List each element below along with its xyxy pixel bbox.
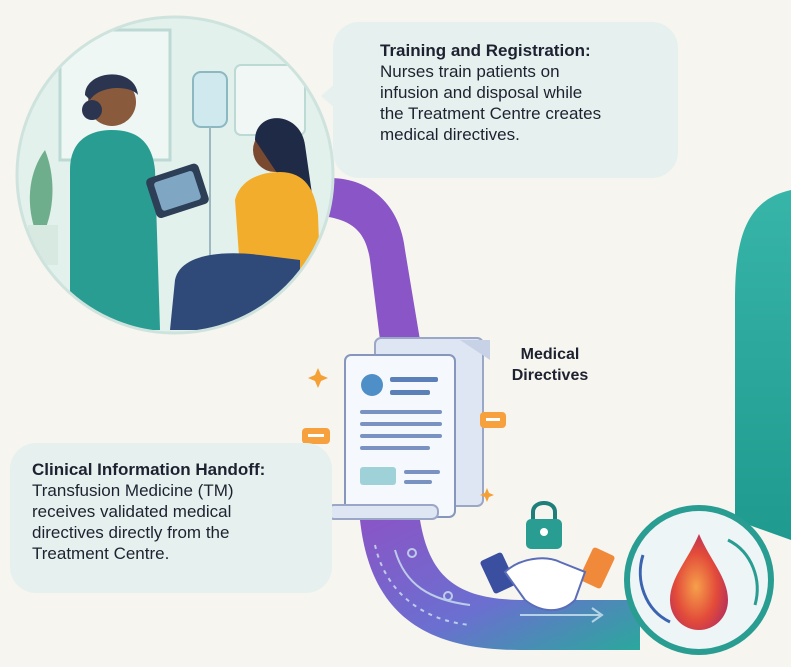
training-title: Training and Registration: [380,41,591,60]
medical-directives-label: Medical Directives [490,344,610,386]
flow-path-lower [360,520,640,650]
lock-icon [526,501,562,549]
flow-path-teal [735,190,791,540]
flow-path-purple [300,178,420,340]
handoff-line: directives directly from the [32,523,230,542]
handoff-line: Transfusion Medicine (TM) [32,481,234,500]
sparkle-icon [308,368,494,502]
handshake-icon [480,547,615,612]
handoff-title: Clinical Information Handoff: [32,460,266,479]
clinical-handoff-callout: Clinical Information Handoff: Transfusio… [10,443,332,593]
training-line: infusion and disposal while [380,83,583,102]
circuit-lines [374,544,604,626]
chat-icon [302,412,506,444]
handoff-line: Treatment Centre. [32,544,170,563]
document-icon [327,337,490,520]
medical-directives-line: Medical [520,346,580,363]
training-line: medical directives. [380,125,520,144]
medical-directives-line: Directives [511,367,589,384]
training-line: the Treatment Centre creates [380,104,602,123]
nurse-patient-illustration [15,15,335,335]
training-line: Nurses train patients on [380,62,560,81]
blood-drop-icon [624,505,774,655]
handoff-line: receives validated medical [32,502,232,521]
training-registration-callout: Training and Registration: Nurses train … [321,22,678,178]
